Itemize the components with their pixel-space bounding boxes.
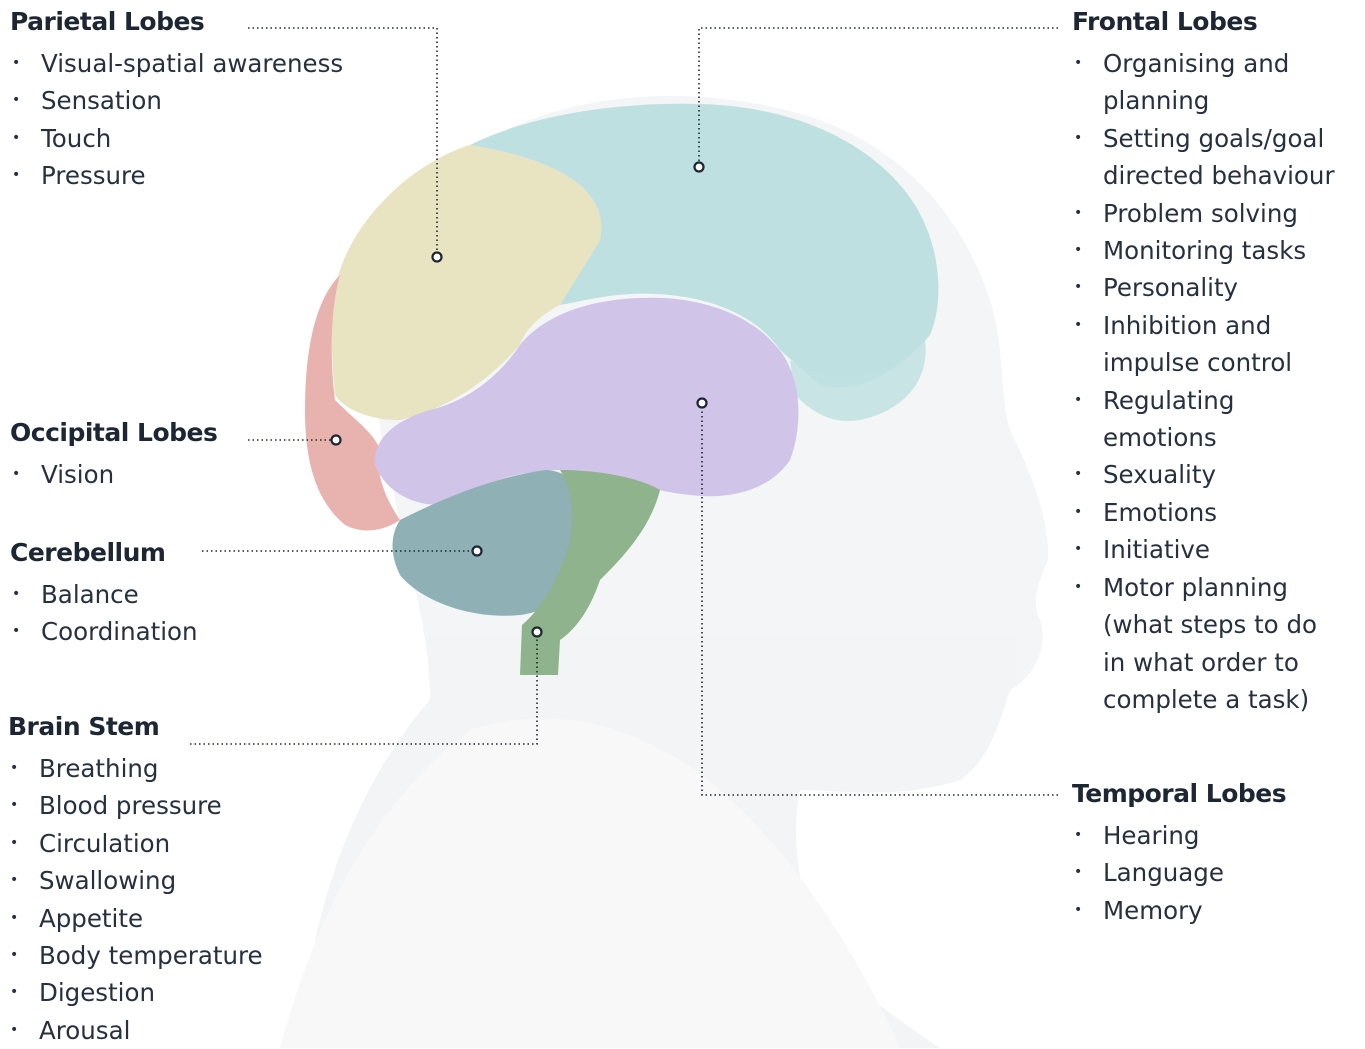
list-item: Monitoring tasks (1072, 232, 1335, 269)
frontal-anchor (695, 163, 704, 172)
brain-stem-list: BreathingBlood pressureCirculationSwallo… (8, 750, 263, 1049)
list-item: Pressure (10, 157, 343, 194)
parietal-title: Parietal Lobes (10, 7, 343, 36)
list-item: Language (1072, 854, 1286, 891)
brain-stem-group: Brain Stem BreathingBlood pressureCircul… (8, 712, 263, 1049)
list-item: Emotions (1072, 494, 1335, 531)
list-item: Balance (10, 576, 198, 613)
list-item: Initiative (1072, 531, 1335, 568)
list-item: (what steps to do (1072, 606, 1335, 643)
list-item: impulse control (1072, 344, 1335, 381)
list-item: Setting goals/goal (1072, 120, 1335, 157)
occipital-list: Vision (10, 456, 217, 493)
list-item: Hearing (1072, 817, 1286, 854)
list-item: Appetite (8, 900, 263, 937)
list-item: Digestion (8, 974, 263, 1011)
list-item: Organising and (1072, 45, 1335, 82)
brain-stem-anchor (533, 628, 542, 637)
occipital-group: Occipital Lobes Vision (10, 418, 217, 493)
temporal-title: Temporal Lobes (1072, 779, 1286, 808)
frontal-list: Organising andplanningSetting goals/goal… (1072, 45, 1335, 718)
cerebellum-group: Cerebellum BalanceCoordination (10, 538, 198, 651)
list-item: planning (1072, 82, 1335, 119)
parietal-group: Parietal Lobes Visual-spatial awarenessS… (10, 7, 343, 195)
list-item: Circulation (8, 825, 263, 862)
list-item: Sensation (10, 82, 343, 119)
list-item: Regulating (1072, 382, 1335, 419)
list-item: Touch (10, 120, 343, 157)
cerebellum-anchor (473, 547, 482, 556)
parietal-list: Visual-spatial awarenessSensationTouchPr… (10, 45, 343, 195)
list-item: Body temperature (8, 937, 263, 974)
temporal-group: Temporal Lobes HearingLanguageMemory (1072, 779, 1286, 929)
frontal-group: Frontal Lobes Organising andplanningSett… (1072, 7, 1335, 718)
list-item: Visual-spatial awareness (10, 45, 343, 82)
occipital-anchor (332, 436, 341, 445)
list-item: Sexuality (1072, 456, 1335, 493)
list-item: complete a task) (1072, 681, 1335, 718)
list-item: Swallowing (8, 862, 263, 899)
list-item: Coordination (10, 613, 198, 650)
list-item: emotions (1072, 419, 1335, 456)
list-item: Memory (1072, 892, 1286, 929)
brain-stem-title: Brain Stem (8, 712, 263, 741)
list-item: Motor planning (1072, 569, 1335, 606)
list-item: directed behaviour (1072, 157, 1335, 194)
list-item: Vision (10, 456, 217, 493)
list-item: Blood pressure (8, 787, 263, 824)
list-item: Problem solving (1072, 195, 1335, 232)
cerebellum-title: Cerebellum (10, 538, 198, 567)
frontal-title: Frontal Lobes (1072, 7, 1335, 36)
parietal-anchor (433, 253, 442, 262)
cerebellum-list: BalanceCoordination (10, 576, 198, 651)
list-item: Breathing (8, 750, 263, 787)
occipital-title: Occipital Lobes (10, 418, 217, 447)
list-item: Inhibition and (1072, 307, 1335, 344)
list-item: Arousal (8, 1012, 263, 1049)
list-item: Personality (1072, 269, 1335, 306)
temporal-list: HearingLanguageMemory (1072, 817, 1286, 929)
temporal-anchor (698, 399, 707, 408)
list-item: in what order to (1072, 644, 1335, 681)
